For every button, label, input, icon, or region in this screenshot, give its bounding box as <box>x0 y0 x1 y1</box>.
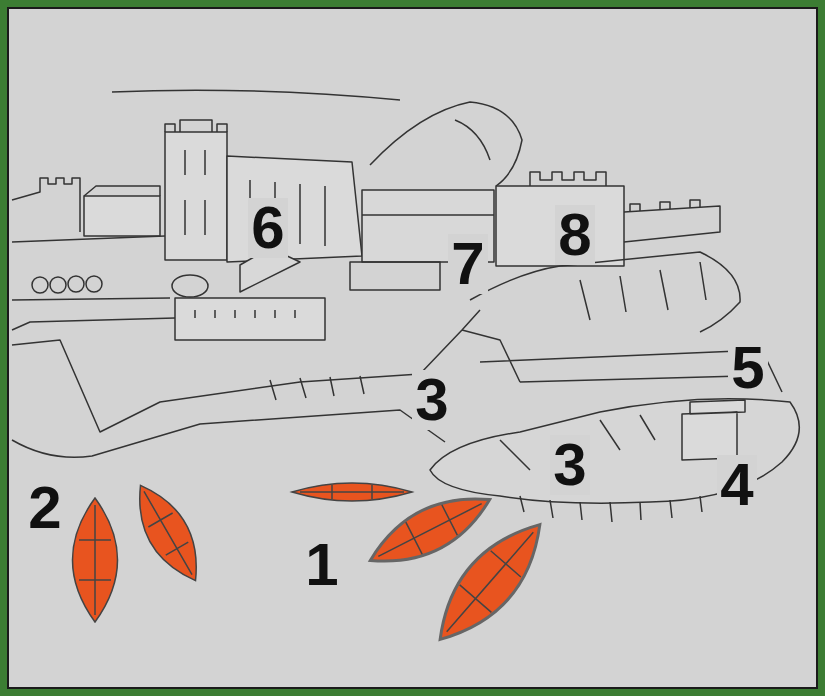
castle-sketch <box>520 496 702 522</box>
callout-number: 7 <box>448 234 487 294</box>
castle-sketch <box>12 318 175 330</box>
boat <box>73 498 118 622</box>
boat <box>73 475 559 655</box>
castle-sketch <box>84 186 160 196</box>
castle-sketch <box>165 132 227 260</box>
callout-number: 3 <box>550 435 589 495</box>
castle-sketch <box>370 102 522 186</box>
boat <box>79 505 111 615</box>
castle-sketch <box>580 262 706 320</box>
castle-sketch <box>86 276 102 292</box>
boat <box>123 475 213 590</box>
boat <box>421 508 558 656</box>
castle-sketch <box>175 298 325 340</box>
callout-number: 5 <box>728 338 767 398</box>
castle-sketch <box>455 120 490 160</box>
callout-number: 1 <box>302 535 341 595</box>
castle-sketch <box>172 275 208 297</box>
callout-number: 4 <box>717 455 756 515</box>
boat <box>421 508 558 656</box>
castle-sketch <box>50 277 66 293</box>
boat <box>292 483 412 501</box>
castle-sketch <box>624 206 720 242</box>
castle-sketch <box>112 90 400 100</box>
boat <box>123 475 213 590</box>
castle-sketch <box>185 150 205 235</box>
boat <box>73 498 118 622</box>
castle-sketch <box>165 120 227 132</box>
boat <box>292 483 412 501</box>
castle-sketch <box>12 298 170 300</box>
boat <box>431 518 549 645</box>
callout-number: 2 <box>25 478 64 538</box>
castle-sketch <box>530 172 606 186</box>
castle-sketch <box>227 156 362 262</box>
castle-sketch <box>12 90 799 522</box>
sketch-ground <box>8 8 817 688</box>
castle-sketch <box>195 310 295 318</box>
castle-sketch <box>68 276 84 292</box>
castle-sketch <box>630 200 700 212</box>
callout-number: 8 <box>555 205 594 265</box>
castle-sketch <box>12 178 80 232</box>
castle-sketch <box>470 252 740 332</box>
castle-sketch <box>682 400 745 460</box>
castle-sketch <box>12 236 165 242</box>
boat <box>370 488 490 573</box>
callout-number: 6 <box>248 198 287 258</box>
castle-sketch <box>496 186 624 266</box>
callout-number: 3 <box>412 370 451 430</box>
castle-sketch <box>84 196 160 236</box>
castle-sketch <box>12 410 445 457</box>
boat <box>300 485 404 499</box>
boat <box>132 484 204 581</box>
castle-sketch <box>12 310 480 432</box>
castle-sketch <box>32 277 48 293</box>
castle-sketch <box>270 376 364 400</box>
